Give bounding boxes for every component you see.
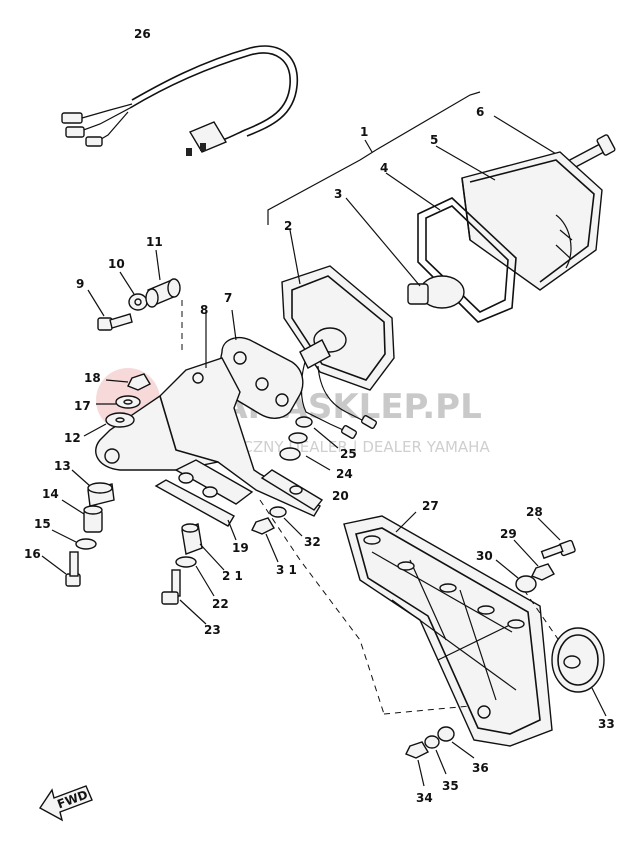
callout-12: 12: [64, 431, 81, 445]
callout-3: 3: [334, 187, 342, 201]
assembly-1-bracket: [267, 91, 481, 225]
part-35-washer: [424, 735, 447, 775]
callout-31: 3 1: [276, 563, 297, 577]
part-16-bolt: [41, 551, 81, 587]
callout-21: 2 1: [222, 569, 243, 583]
part-3-bulb: [345, 197, 465, 309]
callout-35: 35: [442, 779, 459, 793]
callout-1: 1: [360, 125, 368, 139]
callout-17: 17: [74, 399, 91, 413]
part-15-washer: [51, 529, 97, 550]
part-33-reflector: [551, 627, 607, 717]
callout-15: 15: [34, 517, 51, 531]
part-10-washer: [119, 271, 148, 311]
part-4-gasket: [385, 172, 517, 323]
part-2-lamp-base: [281, 229, 395, 439]
part-26-wire-harness: [61, 45, 299, 156]
callout-18: 18: [84, 371, 101, 385]
alignment-lines: [181, 300, 561, 715]
part-34-nut: [405, 741, 429, 787]
callout-2: 2: [284, 219, 292, 233]
callout-23: 23: [204, 623, 221, 637]
callout-33: 33: [598, 717, 615, 731]
callout-30: 30: [476, 549, 493, 563]
part-22-washer: [175, 556, 215, 597]
part-21-sleeve: [181, 523, 225, 571]
part-9-bolt: [87, 289, 133, 331]
part-29-nut: [513, 539, 555, 581]
part-5-tail-lens: [435, 145, 603, 291]
part-23-bolt: [161, 569, 207, 625]
part-7-mounting-plate: [219, 309, 304, 419]
part-13-bushing: [71, 469, 115, 507]
callout-7: 7: [224, 291, 232, 305]
callout-25: 25: [340, 447, 357, 461]
part-19-lower-bracket: [154, 459, 254, 541]
part-17-washer: [96, 395, 141, 409]
part-12-washer: [83, 412, 135, 437]
callout-29: 29: [500, 527, 517, 541]
callout-8: 8: [200, 303, 208, 317]
callout-26: 26: [134, 27, 151, 41]
part-25-grommet: [295, 416, 339, 449]
part-6-bolt: [493, 115, 616, 171]
callout-24: 24: [336, 467, 353, 481]
callout-9: 9: [76, 277, 84, 291]
callout-32: 32: [304, 535, 321, 549]
callout-34: 34: [416, 791, 433, 805]
part-30-washer: [495, 559, 537, 593]
fwd-arrow: FWD: [38, 785, 93, 822]
callout-11: 11: [146, 235, 163, 249]
callout-27: 27: [422, 499, 439, 513]
part-11-spacer: [145, 249, 181, 308]
part-18-nut: [105, 373, 151, 391]
callout-16: 16: [24, 547, 41, 561]
callout-19: 19: [232, 541, 249, 555]
callout-10: 10: [108, 257, 125, 271]
part-32-washer: [269, 506, 303, 537]
callout-4: 4: [380, 161, 388, 175]
part-31-nut: [251, 517, 279, 563]
callout-36: 36: [472, 761, 489, 775]
callout-14: 14: [42, 487, 59, 501]
watermark-tagline: WYLĄCZNY DEALER | DEALER YAMAHA: [200, 438, 490, 456]
part-24-grommet: [279, 432, 331, 471]
part-14-collar: [61, 499, 103, 533]
part-28-bolt: [537, 517, 576, 560]
callout-numbers: 26 1 6 5 4 3 2 11 10 9 8 7 18 17 12 13 1…: [24, 27, 615, 805]
part-27-plate-bracket: [343, 511, 553, 747]
part-20-strip: [260, 469, 324, 511]
callout-5: 5: [430, 133, 438, 147]
part-36-washer: [437, 726, 475, 759]
callout-28: 28: [526, 505, 543, 519]
callout-13: 13: [54, 459, 71, 473]
callout-6: 6: [476, 105, 484, 119]
callout-22: 22: [212, 597, 229, 611]
callout-20: 20: [332, 489, 349, 503]
